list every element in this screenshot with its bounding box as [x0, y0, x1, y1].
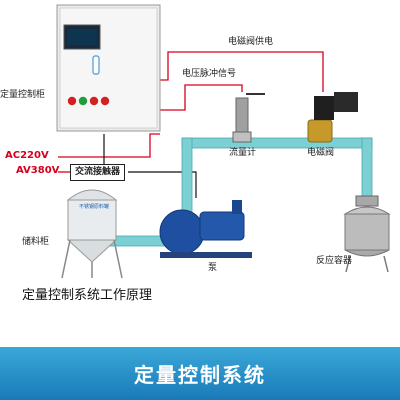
label-av380v: AV380V — [16, 165, 60, 176]
reactor-motor — [355, 195, 379, 207]
label-pulse-signal: 电压脉冲信号 — [182, 69, 237, 79]
power-lines — [103, 134, 197, 198]
cabinet-handle — [92, 55, 100, 75]
valve-coil — [314, 96, 334, 120]
flowmeter-flange — [232, 131, 252, 143]
label-tank-marking: 不锈钢原料罐 — [79, 204, 110, 210]
label-control-cabinet: 定量控制柜 — [0, 90, 46, 100]
reactor-bottom — [344, 249, 390, 257]
pipe-to-reactor — [361, 137, 373, 199]
label-pump: 泵 — [208, 263, 218, 273]
control-cabinet — [56, 4, 161, 132]
banner-title: 定量控制系统 — [134, 363, 266, 387]
tank-leg-right — [113, 239, 123, 279]
solenoid-valve — [307, 92, 358, 143]
pump-motor — [199, 211, 245, 241]
tank-top — [66, 189, 118, 201]
button-green — [78, 96, 88, 106]
solenoid-power-line — [160, 51, 324, 92]
reactor-leg-left — [345, 255, 351, 273]
label-ac220v: AC220V — [5, 150, 49, 161]
button-red-3 — [100, 96, 110, 106]
top-pipe — [181, 137, 373, 149]
button-red-1 — [67, 96, 77, 106]
label-contactor: 交流接触器 — [70, 164, 126, 181]
flowmeter — [232, 93, 265, 143]
reactor-lid — [343, 206, 391, 215]
pump — [159, 200, 252, 258]
signal-lines — [58, 51, 324, 173]
reactor-leg-right — [383, 255, 389, 273]
reactor-vessel — [344, 213, 390, 251]
label-solenoid-valve: 电磁阀 — [307, 148, 335, 158]
pump-base — [160, 252, 252, 258]
tank-leg-left — [61, 239, 71, 279]
tank-cone — [66, 239, 118, 263]
title-banner: 定量控制系统 — [0, 347, 400, 400]
reactor — [343, 195, 391, 273]
valve-body — [307, 119, 333, 143]
label-storage-tank: 储料柜 — [22, 237, 50, 247]
ac220v-line — [58, 133, 160, 158]
storage-tank — [61, 189, 123, 279]
label-principle: 定量控制系统工作原理 — [22, 288, 153, 303]
pump-volute — [159, 209, 205, 255]
display-screen — [67, 29, 97, 45]
pulse-signal-line — [160, 84, 243, 111]
label-flowmeter: 流量计 — [229, 148, 257, 158]
valve-connector — [334, 92, 358, 112]
contactor-to-pump-line — [128, 171, 197, 198]
button-red-2 — [89, 96, 99, 106]
process-diagram — [56, 4, 391, 279]
pipe-riser — [181, 137, 193, 223]
label-solenoid-power: 电磁阀供电 — [228, 37, 274, 47]
label-reactor: 反应容器 — [316, 256, 353, 266]
pump-terminal-box — [232, 200, 242, 214]
